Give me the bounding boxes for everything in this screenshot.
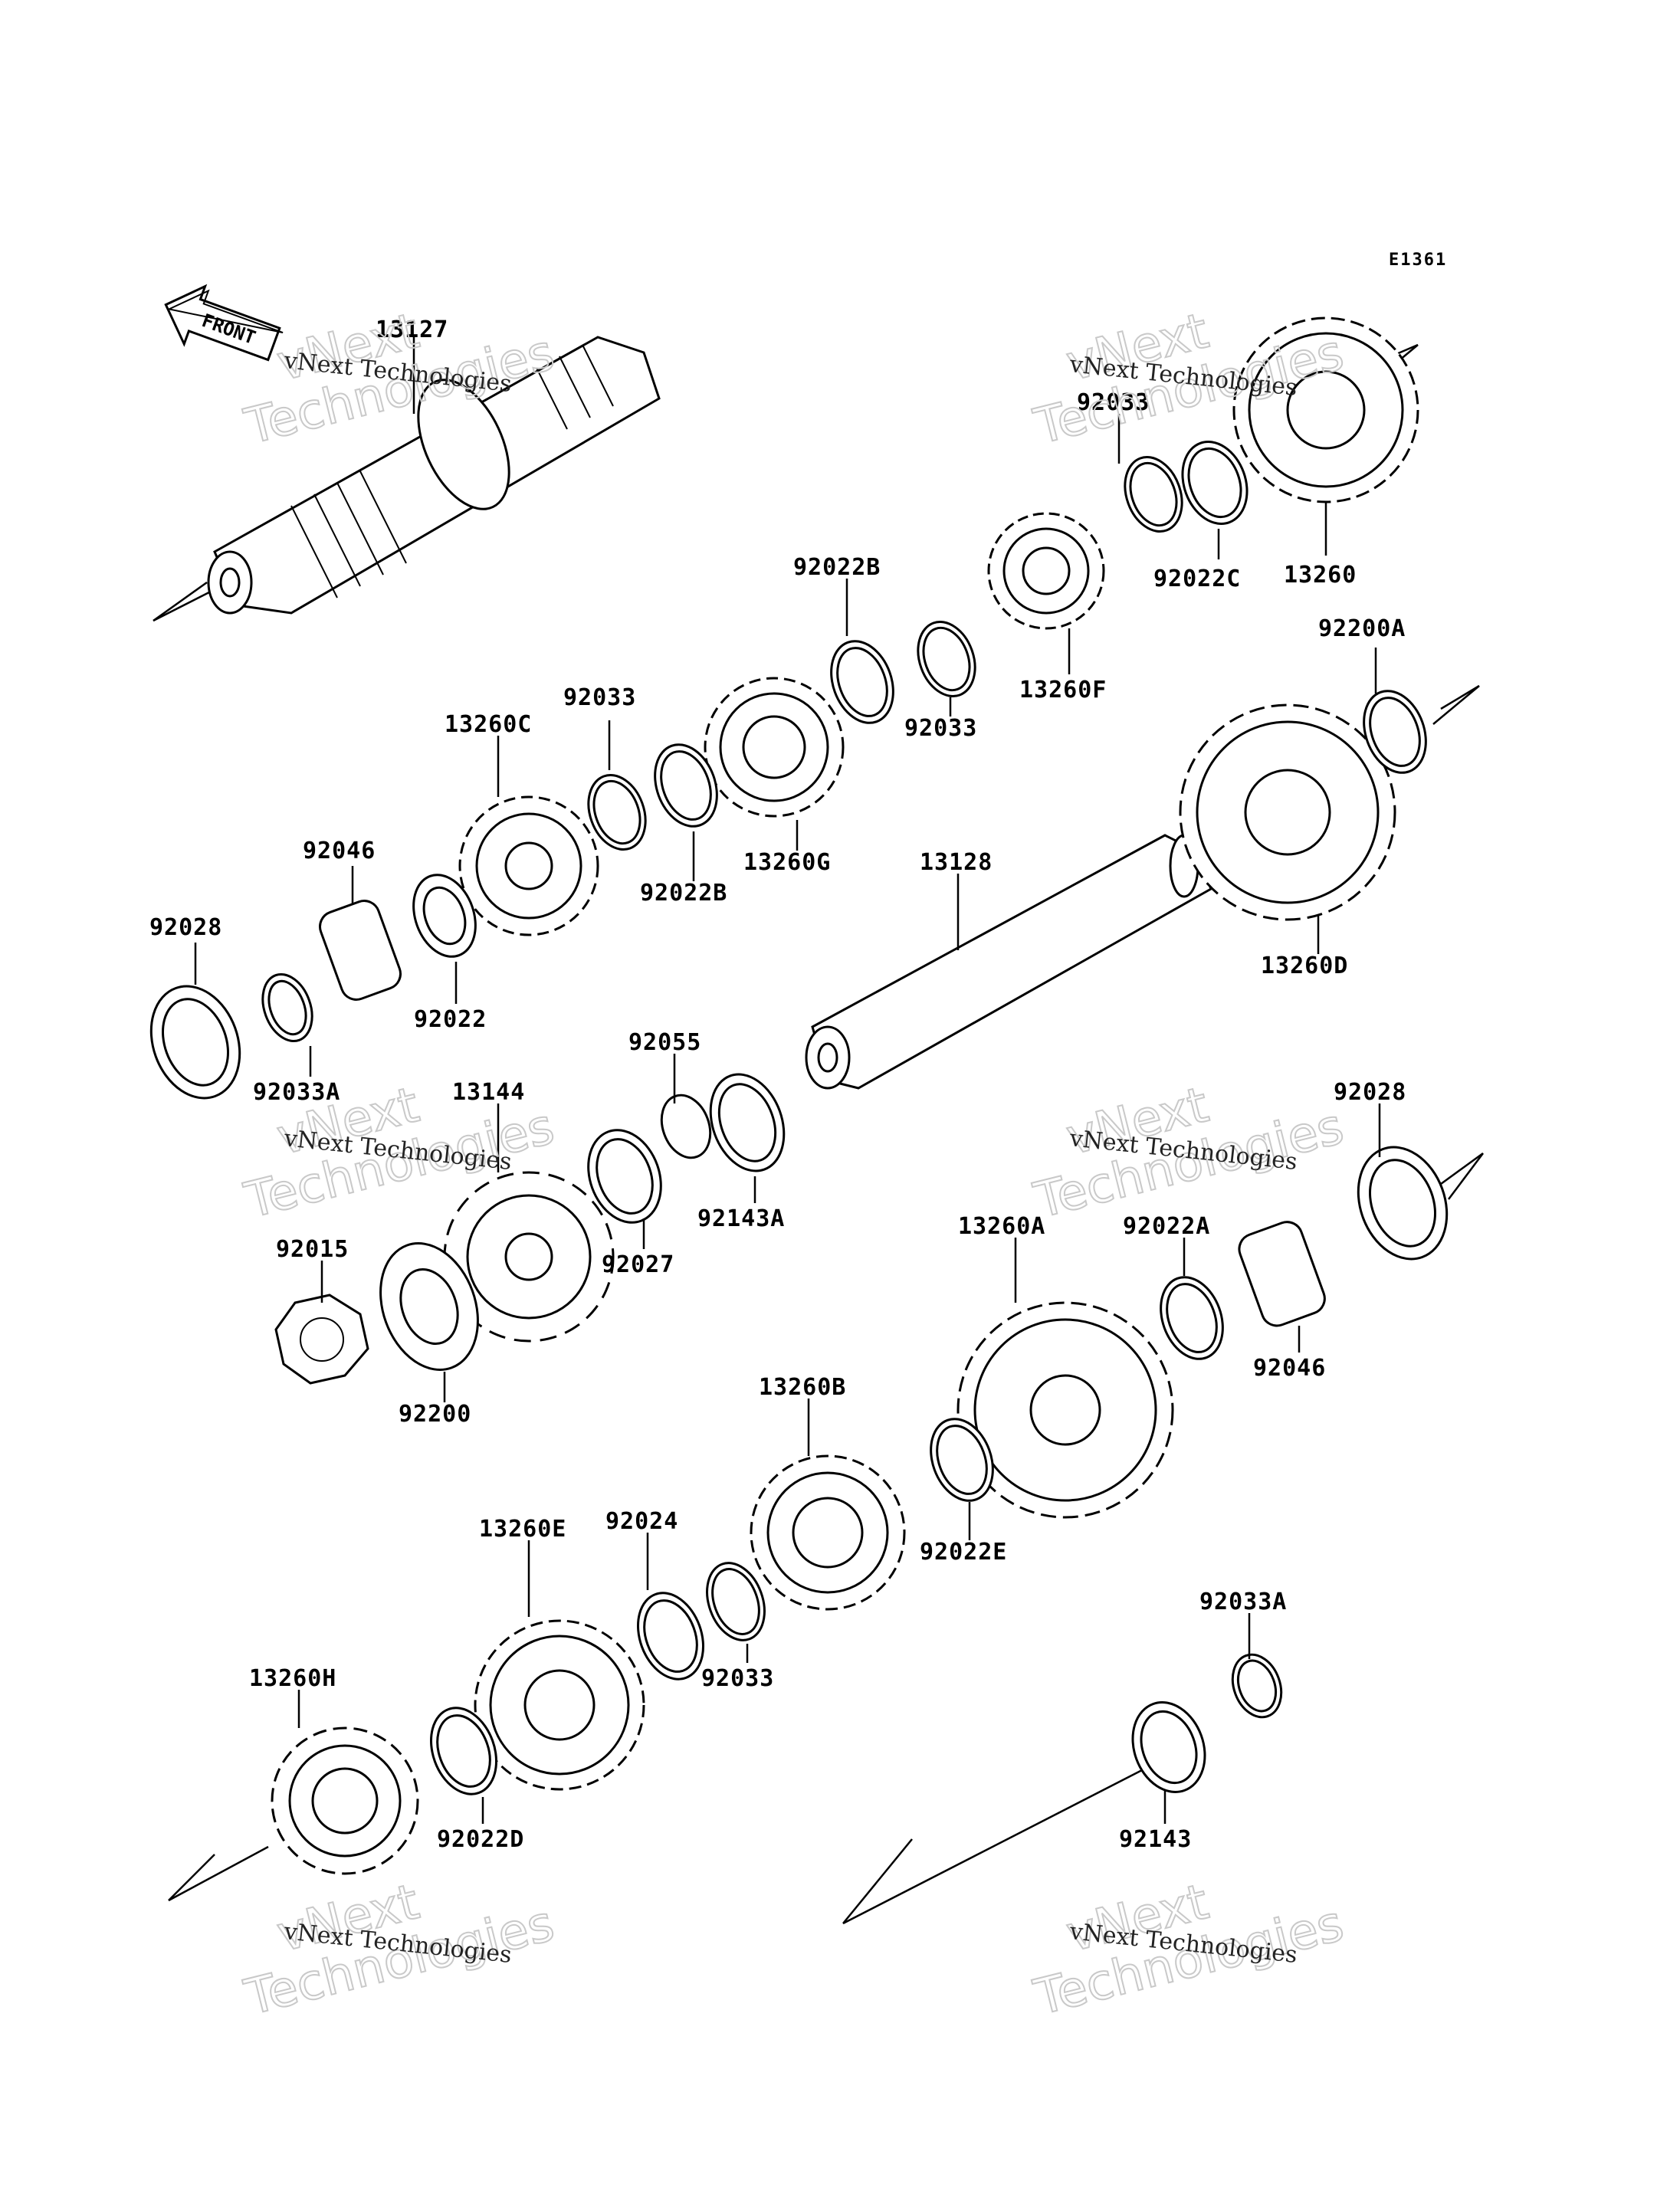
part-label: 92046 — [303, 838, 376, 864]
part-label: 92022D — [437, 1826, 524, 1853]
part-label: 13128 — [920, 849, 993, 876]
part-label: 92015 — [276, 1236, 349, 1263]
gear-13260g — [704, 677, 845, 818]
part-label: 13260 — [1284, 562, 1357, 589]
part-label: 13144 — [452, 1079, 525, 1106]
part-label: 13260C — [445, 711, 532, 738]
part-label: 92027 — [602, 1251, 674, 1278]
gear-13260e — [474, 1619, 645, 1791]
input-shaft — [207, 336, 661, 615]
gear-13260 — [1232, 316, 1419, 503]
part-label: 13260E — [479, 1516, 566, 1543]
gear-13260b — [750, 1454, 906, 1611]
part-label: 92033 — [701, 1665, 774, 1692]
part-label: 13127 — [376, 316, 448, 343]
part-label: 92033A — [253, 1079, 340, 1106]
part-label: 92200 — [399, 1401, 471, 1428]
part-label: 92033A — [1199, 1589, 1287, 1615]
leader-lines — [194, 337, 1381, 1824]
part-label: 92022 — [414, 1006, 487, 1033]
part-label: 92143 — [1119, 1826, 1192, 1853]
part-label: 92028 — [149, 914, 222, 941]
part-label: 92024 — [605, 1508, 678, 1535]
sprocket-13144 — [443, 1171, 615, 1343]
gear-13260a — [956, 1301, 1174, 1519]
part-label: 92022C — [1153, 566, 1241, 592]
part-label: 92022B — [793, 554, 881, 581]
washers-and-bearings — [149, 441, 1449, 1795]
part-label: 92033 — [1077, 389, 1150, 416]
part-labels: 13127 92033 13260 92022C 92022B 92033 13… — [149, 316, 1406, 1853]
part-label: 13260H — [249, 1665, 336, 1692]
part-label: 13260A — [958, 1213, 1045, 1240]
front-arrow-icon: FRONT — [164, 284, 284, 362]
diagram-code: E1361 — [1389, 251, 1447, 270]
part-label: 92022E — [920, 1539, 1007, 1566]
part-label: 92028 — [1334, 1079, 1406, 1106]
part-label: 92200A — [1318, 615, 1406, 642]
gear-13260d — [1179, 703, 1396, 921]
part-label: 13260B — [759, 1374, 846, 1401]
gear-13260c — [458, 795, 599, 936]
output-shaft — [805, 834, 1212, 1090]
part-label: 13260D — [1261, 953, 1348, 979]
gear-13260f — [987, 512, 1105, 630]
gear-13260h — [271, 1726, 419, 1875]
part-label: 92143A — [697, 1205, 785, 1232]
part-label: 92033 — [563, 684, 636, 711]
part-label: 92022B — [640, 880, 727, 907]
part-label: 92033 — [904, 715, 977, 742]
part-label: 13260G — [743, 849, 831, 876]
part-label: 13260F — [1019, 677, 1107, 703]
part-label: 92046 — [1253, 1355, 1326, 1382]
part-label: 92022A — [1123, 1213, 1210, 1240]
part-label: 92055 — [628, 1029, 701, 1056]
